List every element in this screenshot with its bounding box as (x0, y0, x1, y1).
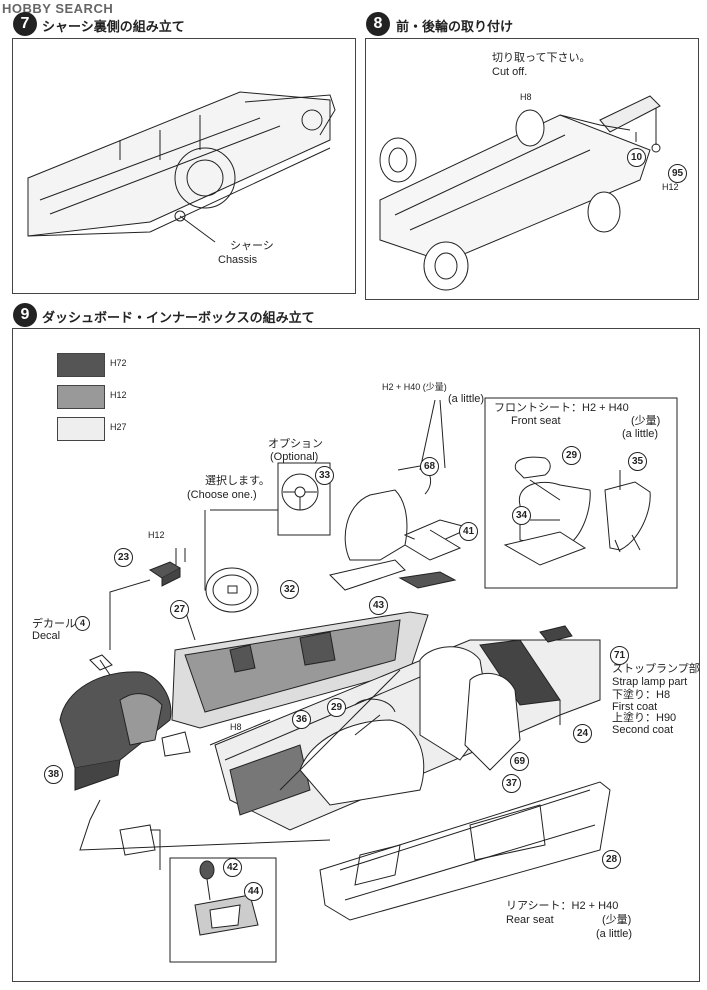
part-callout-29-front: 29 (562, 446, 581, 465)
step-7-title: シャーシ裏側の組み立て (42, 19, 185, 34)
chassis-label-jp: シャーシ (230, 240, 274, 252)
decal-label-en: Decal (32, 630, 61, 642)
part-callout-44: 44 (244, 882, 263, 901)
front-seat-panel-drawing (484, 397, 678, 589)
part-callout-32: 32 (280, 580, 299, 599)
front-little-en: (a little) (622, 428, 659, 440)
rear-seat-label-en: Rear seat (506, 914, 554, 926)
paint-h12-label: H12 (662, 182, 679, 192)
legend-h12: H12 (110, 390, 127, 400)
chassis-label-en: Chassis (218, 254, 258, 266)
part-callout-28: 28 (602, 850, 621, 869)
part-callout-38: 38 (44, 765, 63, 784)
choose-label-en: (Choose one.) (187, 489, 257, 501)
part-callout-10: 10 (627, 148, 646, 167)
part-callout-37: 37 (502, 774, 521, 793)
front-little-jp: (少量) (631, 415, 661, 427)
step-9-number: 9 (13, 303, 37, 327)
paint-h8-step9: H8 (230, 722, 242, 732)
second-coat-jp: 上塗り：H90 (612, 712, 677, 724)
color-swatch-h27 (57, 417, 105, 441)
part-callout-24: 24 (573, 724, 592, 743)
legend-h27: H27 (110, 422, 127, 432)
rear-seats-drawing (299, 646, 521, 806)
part-callout-34: 34 (512, 506, 531, 525)
choose-label-jp: 選択します。 (205, 475, 270, 487)
rear-seat-label-jp: リアシート：H2 + H40 (506, 900, 619, 912)
paint-h8-label: H8 (520, 92, 532, 102)
steering-wheels-drawing (205, 462, 331, 613)
part-callout-33: 33 (315, 466, 334, 485)
part-callout-29-rear: 29 (327, 698, 346, 717)
first-coat-jp: 下塗り：H8 (612, 689, 671, 701)
option-label-en: (Optional) (270, 451, 319, 463)
part-callout-23: 23 (114, 548, 133, 567)
top-paint-label: H2 + H40 (少量) (382, 382, 447, 392)
color-swatch-h72 (57, 353, 105, 377)
front-seat-top-drawing (329, 465, 472, 591)
step-8-number: 8 (366, 12, 390, 36)
step-8-title: 前・後輪の取り付け (396, 19, 514, 34)
part-23-drawing (109, 548, 186, 650)
part-callout-71: 71 (610, 646, 629, 665)
legend-h72: H72 (110, 358, 127, 368)
paint-h12-step9: H12 (148, 530, 165, 540)
second-coat-en: Second coat (612, 724, 674, 736)
part-callout-69: 69 (510, 752, 529, 771)
option-label-jp: オプション (268, 438, 323, 450)
part-callout-43: 43 (369, 596, 388, 615)
cut-off-label-en: Cut off. (492, 66, 528, 78)
decal-number: 4 (75, 616, 90, 631)
part-callout-27: 27 (170, 600, 189, 619)
chassis-underside-drawing (27, 91, 336, 243)
part-callout-95: 95 (668, 164, 687, 183)
chassis-wheels-drawing (379, 95, 661, 291)
front-seat-label-en: Front seat (511, 415, 561, 427)
part-callout-42: 42 (223, 858, 242, 877)
step-7-number: 7 (13, 12, 37, 36)
first-coat-en: First coat (612, 701, 658, 713)
step-9-title: ダッシュボード・インナーボックスの組み立て (42, 310, 315, 325)
dashboard-38-drawing (59, 654, 191, 791)
decal-label-jp: デカール (32, 618, 76, 630)
side-panel-28-drawing (319, 781, 611, 921)
front-seat-label-jp: フロントシート：H2 + H40 (494, 402, 629, 414)
part-callout-36: 36 (292, 710, 311, 729)
part-callout-35: 35 (628, 452, 647, 471)
strap-lamp-jp: ストップランプ部 (612, 663, 700, 675)
rear-little-jp: (少量) (602, 914, 632, 926)
part-callout-68: 68 (420, 457, 439, 476)
rear-little-en: (a little) (596, 928, 633, 940)
color-swatch-h12 (57, 385, 105, 409)
cut-off-label-jp: 切り取って下さい。 (492, 52, 591, 64)
part-callout-41: 41 (459, 522, 478, 541)
top-paint-little: (a little) (448, 393, 485, 405)
strap-lamp-en: Strap lamp part (612, 676, 688, 688)
